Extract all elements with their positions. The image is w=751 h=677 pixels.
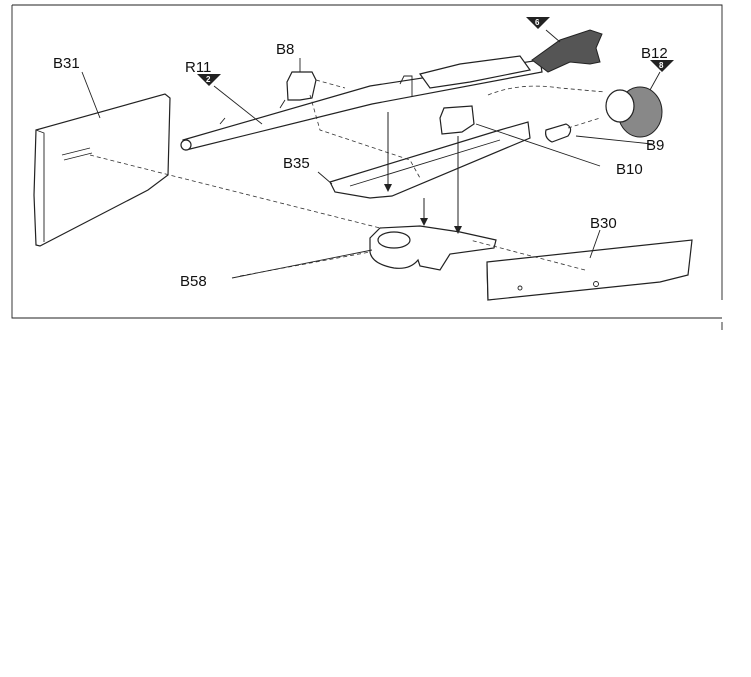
label-b8: B8 (276, 41, 294, 58)
label-b35: B35 (283, 155, 310, 172)
part-b9-pin (545, 123, 572, 143)
label-r11: R11 (185, 59, 211, 76)
part-b58-mount (369, 225, 497, 271)
stock-shape (531, 29, 603, 73)
marker-stock: 6 (526, 17, 550, 29)
marker-barrel: 2 (197, 74, 221, 86)
diagram-frame (11, 4, 723, 330)
part-b30-plate (486, 239, 693, 301)
label-b31: B31 (53, 55, 80, 72)
svg-text:2: 2 (206, 75, 211, 84)
part-b35-receiver (329, 121, 531, 199)
label-b10: B10 (616, 161, 643, 178)
part-b8 (286, 71, 317, 101)
label-b30: B30 (590, 215, 617, 232)
label-b12: B12 (641, 45, 668, 62)
label-b58: B58 (180, 273, 207, 290)
part-b12-drum (605, 86, 663, 138)
svg-text:8: 8 (659, 61, 664, 70)
part-r11-gun-body (180, 29, 603, 151)
part-b31-plate (33, 93, 171, 247)
label-b9: B9 (646, 137, 664, 154)
part-b10 (439, 105, 475, 135)
svg-text:6: 6 (535, 18, 540, 27)
marker-drum: 8 (650, 60, 674, 72)
